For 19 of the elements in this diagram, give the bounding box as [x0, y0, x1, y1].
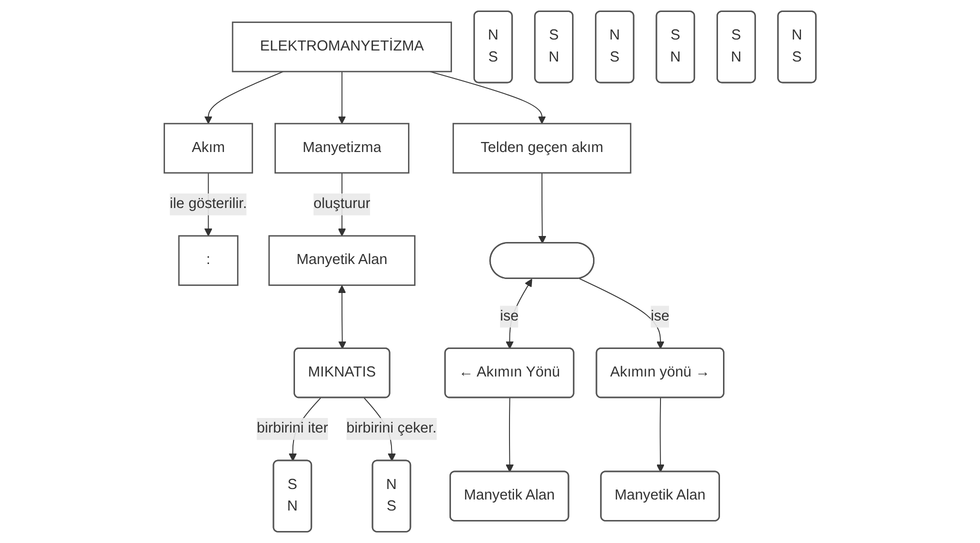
- edge-label: oluşturur: [313, 196, 370, 212]
- edge-label: ise: [500, 308, 519, 324]
- arrow: [338, 285, 346, 349]
- node-box: Manyetizma: [274, 122, 410, 174]
- arrow: [204, 71, 284, 124]
- edge-label: ise: [650, 308, 670, 324]
- arrow: [656, 397, 664, 472]
- arrow: [338, 71, 346, 124]
- node-box: Akım: [164, 122, 253, 174]
- edge-label: birbirini çeker.: [346, 420, 436, 436]
- arrow: [538, 172, 546, 244]
- node-box: Telden geçen akım: [452, 122, 632, 174]
- arrow: [506, 397, 514, 472]
- node-box: ELEKTROMANYETİZMA: [232, 22, 452, 72]
- edge-label: ile gösterilir.: [170, 196, 247, 212]
- node-box: Manyetik Alan: [268, 235, 416, 286]
- edge-label: birbirini iter: [256, 420, 328, 436]
- node-box: :: [178, 235, 238, 286]
- arrow: [578, 278, 664, 349]
